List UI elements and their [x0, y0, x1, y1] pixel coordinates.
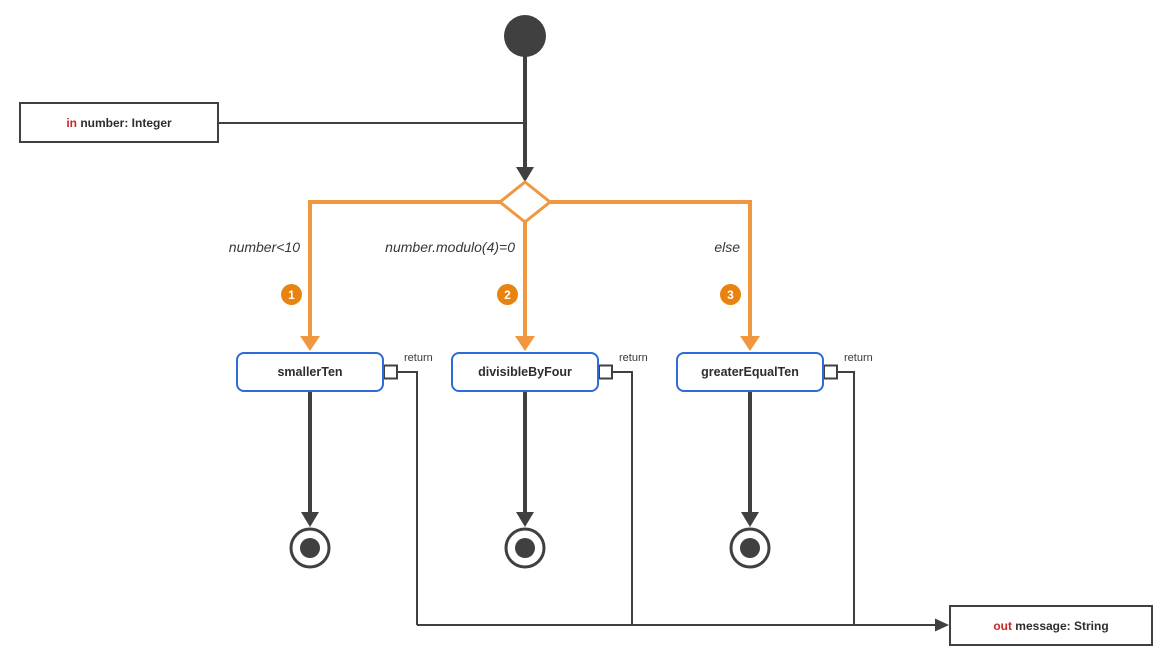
branch-badge-1: 1 — [281, 284, 302, 305]
edge-to-output-param — [417, 618, 949, 632]
output-param-box[interactable]: out message: String — [949, 605, 1153, 646]
decision-branch-edges — [300, 200, 760, 351]
end-node-1[interactable] — [289, 527, 331, 569]
return-pin-3 — [823, 364, 838, 380]
return-label-3: return — [844, 352, 873, 364]
edge-return-2 — [612, 371, 633, 625]
arrowhead-end-2-icon — [516, 512, 534, 527]
input-param-keyword: in — [66, 115, 77, 130]
edge-return-1 — [397, 371, 418, 625]
activity-smallerTen[interactable]: smallerTen — [236, 352, 384, 392]
output-param-label: message: String — [1011, 618, 1109, 633]
branch-condition-1: number<10 — [228, 239, 300, 255]
branch-condition-2: number.modulo(4)=0 — [385, 239, 515, 255]
return-pin-1 — [383, 364, 398, 380]
arrowhead-end-3-icon — [741, 512, 759, 527]
arrowhead-right-icon — [935, 618, 949, 632]
return-pin-2 — [598, 364, 613, 380]
branch-badge-2: 2 — [497, 284, 518, 305]
edge-activity-to-end-3 — [741, 392, 759, 527]
arrowhead-branch-3-icon — [740, 336, 760, 351]
edge-activity-to-end-1 — [301, 392, 319, 527]
return-label-1: return — [404, 352, 433, 364]
output-param-keyword: out — [993, 618, 1012, 633]
edge-activity-to-end-2 — [516, 392, 534, 527]
decision-diamond[interactable] — [497, 180, 553, 224]
arrowhead-down-icon — [516, 167, 534, 182]
arrowhead-end-1-icon — [301, 512, 319, 527]
arrowhead-branch-1-icon — [300, 336, 320, 351]
input-param-label: number: Integer — [76, 115, 172, 130]
end-node-2[interactable] — [504, 527, 546, 569]
edge-start-to-decision — [516, 55, 534, 182]
input-param-box[interactable]: in number: Integer — [19, 102, 219, 143]
activity-divisibleByFour[interactable]: divisibleByFour — [451, 352, 599, 392]
branch-condition-3: else — [714, 239, 740, 255]
start-node[interactable] — [504, 15, 546, 57]
return-label-2: return — [619, 352, 648, 364]
arrowhead-branch-2-icon — [515, 336, 535, 351]
activity-greaterEqualTen[interactable]: greaterEqualTen — [676, 352, 824, 392]
end-node-3[interactable] — [729, 527, 771, 569]
branch-badge-3: 3 — [720, 284, 741, 305]
edge-return-3 — [837, 371, 855, 625]
